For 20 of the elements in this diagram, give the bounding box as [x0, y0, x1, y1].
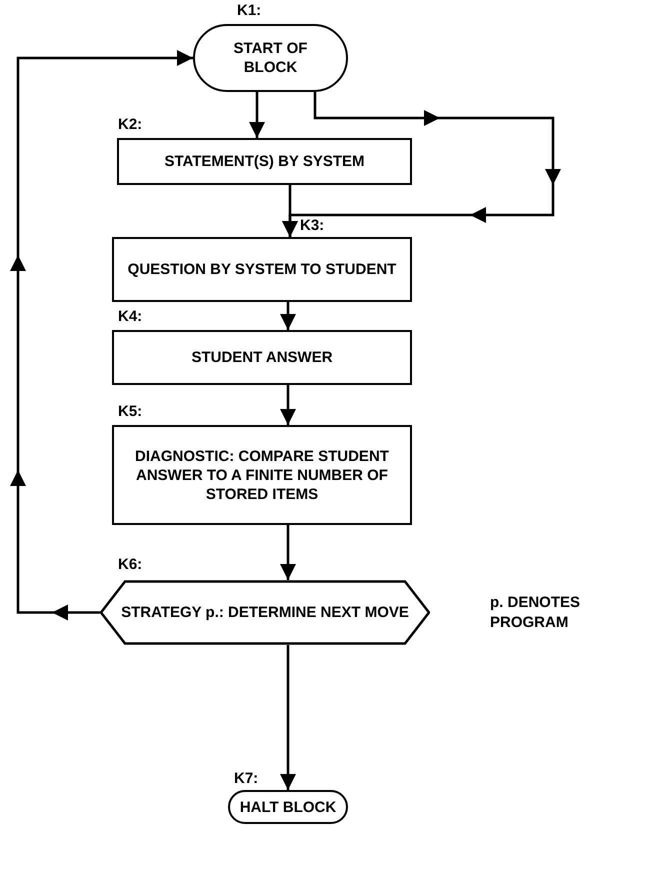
node-label: STRATEGY p.: DETERMINE NEXT MOVE: [121, 603, 409, 622]
step-label: K2:: [118, 116, 142, 134]
node-label: QUESTION BY SYSTEM TO STUDENT: [128, 260, 396, 279]
process-box: [112, 330, 412, 385]
node-label: DIAGNOSTIC: COMPARE STUDENT ANSWER TO A FINITE NUMBER OF STORED ITEMS: [134, 446, 390, 504]
step-label: K1:: [237, 2, 262, 20]
step-label: K7:: [234, 770, 258, 788]
node-label: STATEMENT(S) BY SYSTEM: [164, 152, 364, 171]
process-box: [112, 425, 412, 525]
process-box: [117, 138, 412, 185]
step-label: K3:: [300, 217, 324, 235]
note-text: p. DENOTES PROGRAM: [490, 593, 582, 633]
process-box: [112, 237, 412, 302]
step-label: K5:: [118, 403, 142, 421]
terminal-box: [228, 790, 348, 824]
step-label: K4:: [118, 308, 142, 326]
step-label: K6:: [118, 556, 142, 574]
node-label: START OF BLOCK: [232, 39, 308, 77]
node-label: STUDENT ANSWER: [191, 348, 333, 367]
node-label: HALT BLOCK: [240, 798, 336, 816]
